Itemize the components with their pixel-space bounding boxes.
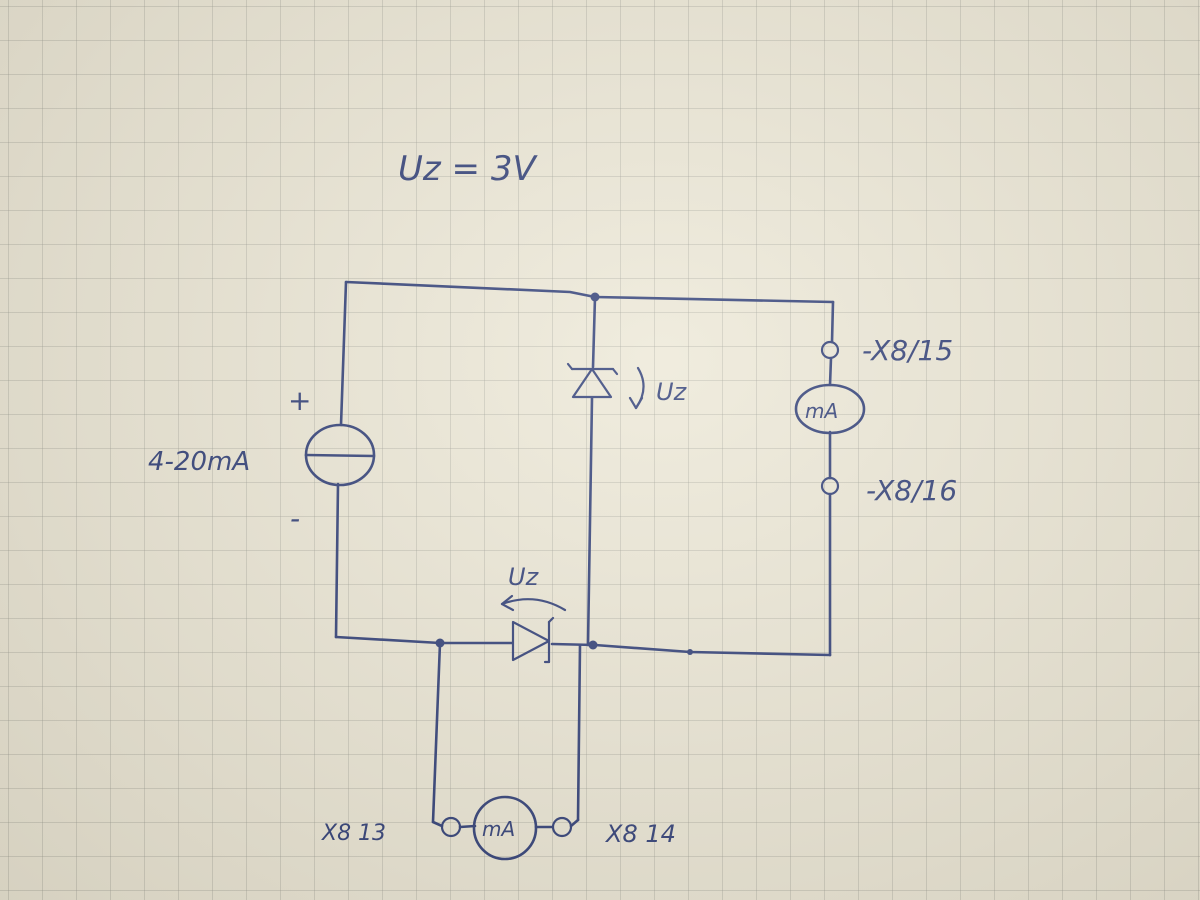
wire-top [344,280,835,304]
wire-meter-bottom-left [458,824,477,829]
zener-vertical-triangle [571,367,613,399]
source-plus-label: + [288,384,311,417]
terminal-13-circle [440,816,462,838]
zener-top-voltage-label: Uz [656,378,688,406]
wire-network [334,280,835,824]
terminal-14-label: X8 14 [604,820,676,848]
zener-horizontal-bar-ends [543,616,555,664]
source-minus-label: - [290,502,300,535]
wire-left-lower [334,482,340,639]
wire-left-upper [339,280,348,427]
zener-diode-horizontal [511,616,555,664]
zener-bottom-voltage-label: Uz [508,563,540,591]
wire-down-left [431,641,442,824]
terminal-16-label: -X8/16 [866,474,957,507]
wire-down-right [576,643,582,822]
wire-middle-upper [591,295,597,369]
milliammeter-right-circle [794,383,866,435]
wire-terminal-14-lead [569,818,580,828]
milliammeter-bottom: mA [431,795,580,861]
zener-diode-vertical [566,362,619,399]
wire-right-meter-top [828,356,833,387]
milliammeter-right: mA [794,340,866,496]
junction-top [590,292,600,302]
terminal-15-circle [820,340,840,360]
zener-bottom-voltage-arrowhead [500,594,515,612]
zener-bottom-voltage-arrow [500,598,567,612]
current-source-bar [304,453,376,458]
wire-bottom-left [334,635,514,645]
source-current-label: 4-20mA [148,447,250,477]
milliammeter-right-label: mA [805,399,838,423]
zener-vertical-bar-ends [566,362,619,376]
terminal-13-label: X8 13 [321,821,386,846]
terminal-15-label: -X8/15 [862,334,953,367]
zener-top-voltage-arrowhead [628,396,644,410]
milliammeter-bottom-label: mA [482,817,515,841]
junction-bottom-right [687,649,693,655]
wire-middle-lower [586,396,594,647]
terminal-14-circle [551,816,573,838]
terminal-16-circle [820,476,840,496]
junction-bottom-middle [588,640,598,650]
header-equation: Uz = 3V [398,149,538,189]
current-source [304,423,376,487]
wire-bottom-right [550,642,832,657]
zener-horizontal-triangle [511,620,551,662]
wire-terminal-13-lead [431,820,444,828]
wire-right-upper [830,300,835,344]
junction-bottom-left [435,638,445,648]
